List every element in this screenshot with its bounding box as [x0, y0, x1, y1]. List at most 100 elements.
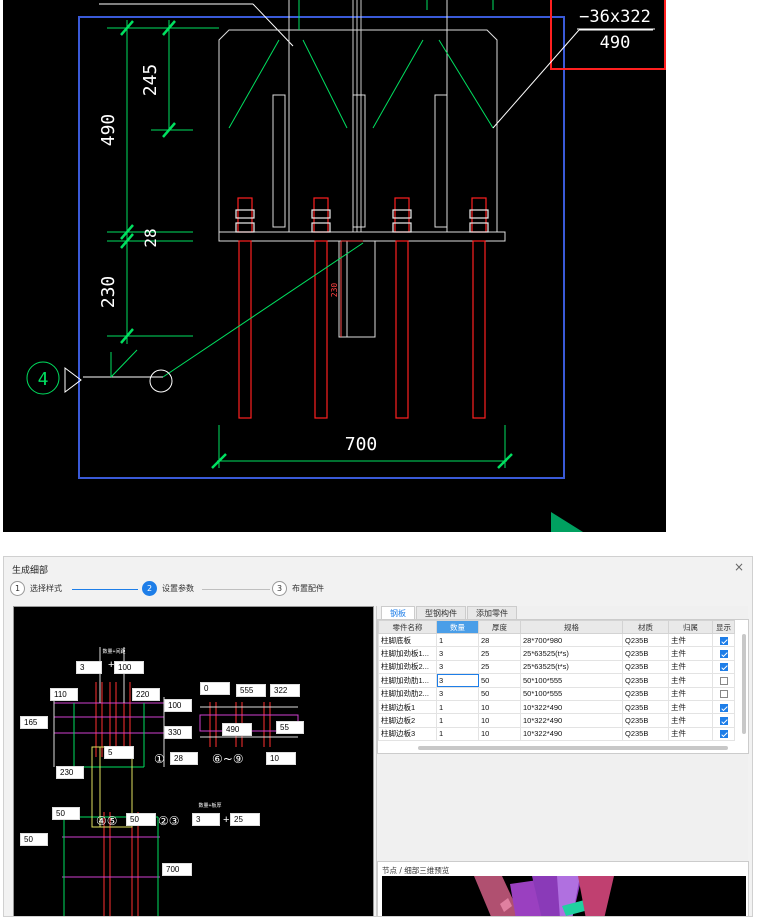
cell-spec[interactable]: 50*100*555: [520, 686, 623, 701]
col-header-material[interactable]: 材质: [622, 620, 669, 634]
cell-thickness[interactable]: 10: [478, 726, 521, 742]
col-header-thickness[interactable]: 厚度: [478, 620, 521, 634]
width-330-input[interactable]: [164, 726, 192, 739]
cell-spec[interactable]: 10*322*490: [520, 726, 623, 742]
width-10-input[interactable]: [266, 752, 296, 765]
cell-material[interactable]: Q235B: [622, 713, 669, 728]
show-checkbox[interactable]: [719, 717, 728, 726]
close-icon[interactable]: ×: [733, 560, 744, 574]
show-checkbox[interactable]: [719, 676, 728, 685]
cell-spec[interactable]: 28*700*980: [520, 632, 623, 648]
cell-qty[interactable]: 1: [436, 699, 479, 715]
cell-part-name[interactable]: 柱脚加劲肋1...: [378, 673, 437, 688]
cell-material[interactable]: Q235B: [622, 632, 669, 648]
cell-part-name[interactable]: 柱脚底板: [378, 632, 437, 648]
cell-qty[interactable]: 3: [436, 646, 479, 661]
cell-thickness[interactable]: 25: [478, 646, 521, 661]
width-490-input[interactable]: [222, 723, 252, 736]
tab-add-part[interactable]: 添加零件: [467, 606, 517, 619]
cell-qty[interactable]: 1: [436, 713, 479, 728]
cell-owner[interactable]: 主件: [668, 632, 713, 648]
width-0-input[interactable]: [200, 682, 230, 695]
width-230-input[interactable]: [56, 766, 84, 779]
cell-part-name[interactable]: 柱脚边板2: [378, 713, 437, 728]
show-checkbox[interactable]: [719, 636, 728, 645]
cell-part-name[interactable]: 柱脚边板1: [378, 699, 437, 715]
spacing-input-1[interactable]: [114, 661, 144, 674]
cell-material[interactable]: Q235B: [622, 673, 669, 688]
cell-owner[interactable]: 主件: [668, 659, 713, 675]
width-28-input[interactable]: [170, 752, 198, 765]
qty-input-1[interactable]: [76, 661, 102, 674]
width-322-input[interactable]: [270, 684, 300, 697]
cell-spec[interactable]: 50*100*555: [520, 673, 623, 688]
cell-qty[interactable]: 3: [436, 673, 479, 688]
table-vertical-scrollbar[interactable]: [742, 634, 746, 734]
tab-steel-plate[interactable]: 钢板: [381, 606, 415, 619]
step-select-style[interactable]: 1 选择样式: [10, 581, 62, 596]
cell-thickness[interactable]: 10: [478, 699, 521, 715]
width-100-input[interactable]: [164, 699, 192, 712]
cell-owner[interactable]: 主件: [668, 686, 713, 701]
col-header-spec[interactable]: 规格: [520, 620, 623, 634]
3d-preview-canvas[interactable]: [382, 876, 746, 916]
cell-thickness[interactable]: 50: [478, 686, 521, 701]
width-555-input[interactable]: [236, 684, 266, 697]
cell-qty[interactable]: 1: [436, 726, 479, 742]
cell-part-name[interactable]: 柱脚加劲板2...: [378, 659, 437, 675]
width-5-input[interactable]: [104, 746, 134, 759]
step-set-params[interactable]: 2 设置参数: [142, 581, 194, 596]
width-700-input[interactable]: [162, 863, 192, 876]
cell-material[interactable]: Q235B: [622, 699, 669, 715]
cell-owner[interactable]: 主件: [668, 646, 713, 661]
width-55-input[interactable]: [276, 721, 304, 734]
cell-material[interactable]: Q235B: [622, 686, 669, 701]
cell-qty[interactable]: 3: [436, 686, 479, 701]
cell-owner[interactable]: 主件: [668, 726, 713, 742]
cell-qty[interactable]: 3: [436, 659, 479, 675]
col-header-qty[interactable]: 数量: [436, 620, 479, 634]
cell-material[interactable]: Q235B: [622, 726, 669, 742]
cad-drawing-view[interactable]: 245 490 28 230 700 230 −36x322 490 4: [3, 0, 666, 532]
cell-material[interactable]: Q235B: [622, 646, 669, 661]
cell-owner[interactable]: 主件: [668, 713, 713, 728]
cell-qty[interactable]: 1: [436, 632, 479, 648]
cell-spec[interactable]: 25*63525(t*s): [520, 659, 623, 675]
cell-spec[interactable]: 25*63525(t*s): [520, 646, 623, 661]
width-50-input-c[interactable]: [20, 833, 48, 846]
cell-part-name[interactable]: 柱脚加劲板1...: [378, 646, 437, 661]
width-220-input[interactable]: [132, 688, 160, 701]
width-165-input[interactable]: [20, 716, 48, 729]
show-checkbox[interactable]: [719, 663, 728, 672]
step-place-parts[interactable]: 3 布置配件: [272, 581, 324, 596]
table-horizontal-scrollbar[interactable]: [418, 746, 728, 750]
cell-owner[interactable]: 主件: [668, 673, 713, 688]
cell-spec[interactable]: 10*322*490: [520, 699, 623, 715]
cell-thickness[interactable]: 50: [478, 673, 521, 688]
tab-section-steel[interactable]: 型钢构件: [416, 606, 466, 619]
col-header-owner[interactable]: 归属: [668, 620, 713, 634]
cell-material[interactable]: Q235B: [622, 659, 669, 675]
show-checkbox[interactable]: [719, 730, 728, 739]
show-checkbox[interactable]: [719, 703, 728, 712]
width-50-input-b[interactable]: [126, 813, 156, 826]
col-header-show[interactable]: 显示: [712, 620, 735, 634]
width-50-input-a[interactable]: [52, 807, 80, 820]
cell-thickness[interactable]: 10: [478, 713, 521, 728]
cell-owner[interactable]: 主件: [668, 699, 713, 715]
show-checkbox[interactable]: [719, 650, 728, 659]
cell-part-name[interactable]: 柱脚加劲肋2...: [378, 686, 437, 701]
width-110-input[interactable]: [50, 688, 78, 701]
cell-thickness[interactable]: 25: [478, 659, 521, 675]
thickness-input-2[interactable]: [230, 813, 260, 826]
cell-part-name[interactable]: 柱脚边板3: [378, 726, 437, 742]
show-checkbox[interactable]: [719, 690, 728, 699]
qty-input-2[interactable]: [192, 813, 220, 826]
